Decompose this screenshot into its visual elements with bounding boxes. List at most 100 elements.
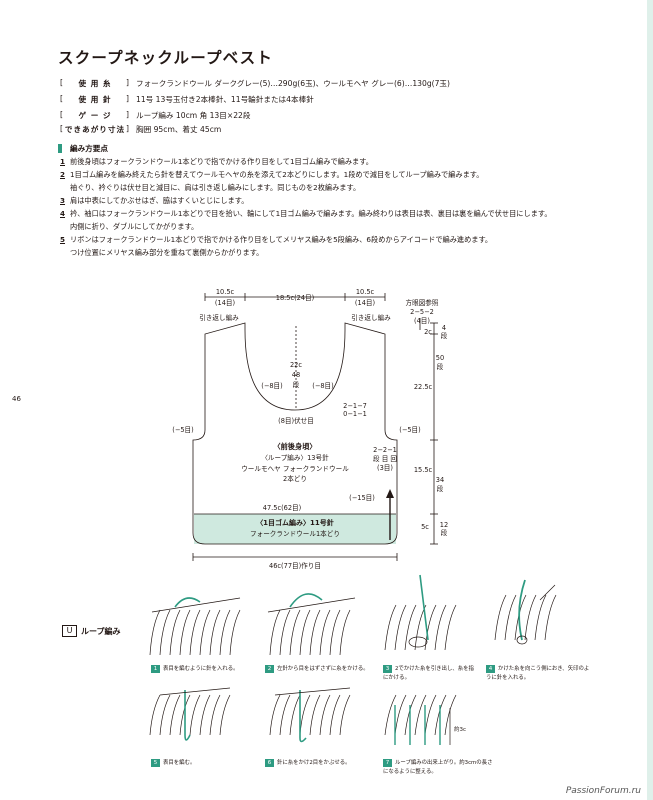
direction-arrow-head — [386, 489, 394, 498]
spec-size-label: できあがり寸法 — [60, 124, 130, 135]
caption-text: 表目を編む。 — [163, 760, 196, 766]
step-text: リボンはフォークランドウール1本どりで指でかける作り目をしてメリヤス編みを5段編… — [70, 235, 493, 244]
section-heading: 編み方要点 — [58, 144, 108, 153]
top-right-width: 10.5c — [356, 288, 375, 296]
body-strands: 2本どり — [283, 474, 307, 483]
step-number: 1 — [60, 157, 66, 166]
short-row-left: 引き返し編み — [199, 313, 239, 322]
neck-dec-rule-1: 2−1−7 — [343, 402, 367, 410]
spec-size: できあがり寸法 胸囲 95cm、着丈 45cm — [60, 124, 221, 135]
rib-yarn: フォークランドウール1本どり — [250, 529, 340, 538]
step-3: 3 肩は中表にしてかぶせはぎ、脇はすくいとじにします。 — [60, 196, 248, 206]
legend-label: ループ編み — [81, 626, 121, 636]
step-text: 前後身頃はフォークランドウール1本どりで指でかける作り目をして1目ゴム編みで編み… — [70, 157, 373, 166]
rib-title: 〈1目ゴム編み〉11号針 — [256, 518, 334, 527]
armhole-dec-right: (−5目) — [399, 426, 420, 434]
step-2-continued: 袖ぐり、衿ぐりは伏せ目と減目に、肩は引き返し編みにします。同じものを2枚編みます… — [70, 183, 361, 192]
step-4-continued: 内側に折り、ダブルにしてかがります。 — [70, 222, 199, 231]
right-4-rows: 4 — [442, 324, 446, 332]
right-15-5c: 15.5c — [414, 466, 433, 474]
caption-text: 2でかけた糸を引き出し、糸を指にかける。 — [383, 666, 474, 681]
loop-step-3-illustration — [384, 574, 457, 651]
right-12-rows: 12 — [440, 521, 448, 529]
step-5-continued: つけ位置にメリヤス編み部分を重ねて裏側からかがります。 — [70, 248, 264, 257]
neck-depth-rows: 48 — [292, 371, 300, 379]
neck-bind-off: (8目)伏せ目 — [278, 416, 314, 425]
caption-number: 2 — [265, 665, 274, 673]
cast-on: 46c(77目)作り目 — [269, 561, 321, 570]
short-row-right: 引き返し編み — [351, 313, 391, 322]
body-yarn: ウールモヘヤ フォークランドウール — [241, 465, 349, 473]
caption-text: ループ編みの出来上がり。約3cmの長さになるように整える。 — [383, 760, 493, 775]
caption-text: 針に糸をかけ2目をかぶせる。 — [277, 760, 351, 766]
spec-needles: 使 用 針 11号 13号玉付き2本棒針、11号輪針または4本棒針 — [60, 94, 314, 105]
loop-step-2-illustration — [267, 593, 356, 656]
neck-depth-cm: 22c — [290, 361, 302, 369]
spec-yarn: 使 用 糸 フォークランドウール ダークグレー(5)…290g(6玉)、ウールモ… — [60, 78, 450, 89]
armhole-dec-left: (−5目) — [172, 426, 193, 434]
right-12-unit: 段 — [441, 528, 448, 537]
caption-number: 6 — [265, 759, 274, 767]
body-outline — [192, 322, 398, 545]
spec-gauge: ゲ ー ジ ループ編み 10cm 角 13目×22段 — [60, 110, 250, 121]
spec-yarn-label: 使 用 糸 — [60, 78, 130, 89]
right-34-rows: 34 — [436, 476, 444, 484]
spec-needles-value: 11号 13号玉付き2本棒針、11号輪針または4本棒針 — [136, 95, 314, 104]
spec-needles-label: 使 用 針 — [60, 94, 130, 105]
watermark: PassionForum.ru — [565, 786, 641, 796]
spec-gauge-label: ゲ ー ジ — [60, 110, 130, 121]
caption-number: 7 — [383, 759, 392, 767]
neck-depth-unit: 段 — [293, 380, 300, 389]
top-right-stitches: (14目) — [355, 299, 375, 307]
shoulder-rule-1: 2−5−2 — [410, 308, 434, 316]
right-50-rows: 50 — [436, 354, 444, 362]
caption-number: 3 — [383, 665, 392, 673]
caption-number: 1 — [151, 665, 160, 673]
legend-loop-stitch: U ループ編み — [62, 625, 121, 637]
neck-dec-right: (−8目) — [312, 382, 333, 390]
step-number: 3 — [60, 196, 66, 205]
right-50-unit: 段 — [437, 362, 444, 371]
loop-step-5-illustration — [149, 687, 231, 741]
spec-yarn-value: フォークランドウール ダークグレー(5)…290g(6玉)、ウールモヘヤ グレー… — [136, 79, 450, 88]
arm-rule-1: 2−2−1 — [373, 446, 397, 454]
step-number: 4 — [60, 209, 66, 218]
neck-dec-rule-2: 0−1−1 — [343, 410, 367, 418]
caption-number: 4 — [486, 665, 495, 673]
neck-dec-left: (−8目) — [261, 382, 282, 390]
step-text: 1目ゴム編みを編み終えたら針を替えてウールモヘヤの糸を添えて2本どりにします。1… — [70, 170, 484, 179]
decrease-15: (−15目) — [349, 494, 375, 502]
shoulder-rule-2: (4目) — [414, 317, 430, 325]
body-title: 〈前後身頃〉 — [273, 442, 316, 451]
loop-step-1-illustration — [149, 597, 241, 656]
loop-step-6-illustration — [269, 687, 351, 743]
loop-step-7-illustration — [384, 694, 457, 745]
step-text: 肩は中表にしてかぶせはぎ、脇はすくいとじにします。 — [70, 196, 249, 205]
body-stitch: 〈ループ編み〉13号針 — [261, 453, 329, 462]
body-width: 47.5c(62目) — [263, 504, 301, 512]
caption-number: 5 — [151, 759, 160, 767]
arm-rule-2: 段 目 回 — [373, 454, 397, 463]
spec-size-value: 胸囲 95cm、着丈 45cm — [136, 125, 222, 134]
ribbing-band-fill — [194, 514, 396, 544]
step-text: 衿、袖口はフォークランドウール1本どりで目を拾い、輪にして1目ゴム編みで編みます… — [70, 209, 552, 218]
caption-text: 左針から目をはずさずに糸をかける。 — [277, 666, 369, 672]
right-4-unit: 段 — [441, 331, 448, 340]
page-number: 46 — [12, 395, 21, 403]
page-edge-band — [647, 0, 653, 800]
right-2c: 2c — [424, 328, 432, 336]
page-title: スクープネックループベスト — [58, 49, 274, 67]
loop-step-4-illustration — [494, 579, 557, 645]
right-22-5c: 22.5c — [414, 383, 433, 391]
right-34-unit: 段 — [437, 484, 444, 493]
step-4: 4 衿、袖口はフォークランドウール1本どりで目を拾い、輪にして1目ゴム編みで編みま… — [60, 209, 552, 219]
